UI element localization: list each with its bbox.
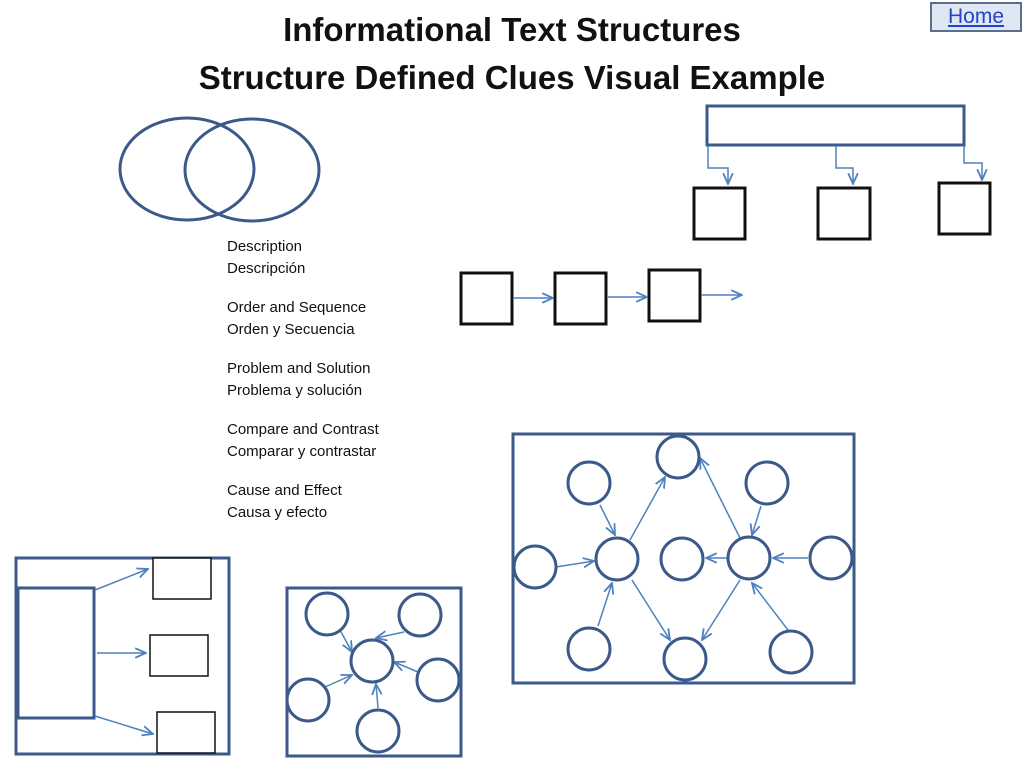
structure-english: Compare and Contrast [227, 421, 379, 438]
main-idea-diagram [14, 556, 231, 756]
web-node [355, 708, 401, 754]
venn-diagram [118, 116, 321, 223]
structure-spanish: Problema y solución [227, 382, 363, 399]
network-frame [511, 432, 856, 685]
hierarchy-child-box [816, 186, 872, 241]
network-node [659, 536, 705, 582]
network-node [662, 636, 708, 682]
network-node [744, 460, 790, 506]
structure-spanish: Descripción [227, 260, 306, 277]
network-node [566, 626, 612, 672]
title-line-2: Structure Defined Clues Visual Example [198, 59, 826, 96]
network-node [808, 535, 854, 581]
sequence-box [647, 268, 702, 323]
network-node [566, 460, 612, 506]
web-node [397, 592, 443, 638]
structure-spanish: Causa y efecto [227, 504, 328, 521]
network-arrow [752, 505, 762, 535]
network-node [594, 536, 640, 582]
hierarchy-connector [963, 146, 982, 180]
web-arrow [376, 684, 378, 709]
sequence-box [459, 271, 514, 326]
network-arrow [631, 579, 670, 640]
detail-arrow [94, 715, 153, 734]
structure-spanish: Orden y Secuencia [227, 321, 355, 338]
title-line-1: Informational Text Structures [283, 11, 741, 48]
web-node-center [349, 638, 395, 684]
web-arrow [339, 629, 352, 652]
web-diagram [285, 586, 463, 758]
detail-box [156, 711, 216, 754]
web-arrow [324, 675, 352, 688]
web-node [285, 677, 331, 723]
network-node [768, 629, 814, 675]
web-node [304, 591, 350, 637]
network-arrow [555, 561, 594, 567]
network-diagram [511, 432, 856, 685]
network-arrow [700, 458, 741, 539]
structure-list: Description Descripción Order and Sequen… [227, 236, 379, 541]
web-node [415, 657, 461, 703]
detail-box [152, 557, 212, 600]
hierarchy-child-box [692, 186, 747, 241]
detail-box [149, 634, 209, 677]
network-node [726, 535, 772, 581]
structure-english: Cause and Effect [227, 482, 342, 499]
network-arrow [702, 579, 741, 640]
hierarchy-child-box [937, 181, 992, 236]
main-idea-box [16, 586, 96, 720]
structure-english: Order and Sequence [227, 299, 367, 316]
network-arrow [597, 583, 612, 627]
list-item: Compare and Contrast Comparar y contrast… [227, 419, 379, 463]
sequence-box [553, 271, 608, 326]
network-arrow [599, 504, 615, 535]
list-item: Cause and Effect Causa y efecto [227, 480, 379, 524]
network-arrow [629, 477, 665, 541]
venn-left-circle [118, 116, 256, 222]
web-arrow [376, 632, 405, 638]
hierarchy-connector [707, 146, 728, 184]
sequence-diagram [459, 268, 742, 326]
structure-english: Problem and Solution [227, 360, 371, 377]
network-node [512, 544, 558, 590]
structure-english: Description [227, 238, 303, 255]
structure-spanish: Comparar y contrastar [227, 443, 377, 460]
list-item: Order and Sequence Orden y Secuencia [227, 297, 379, 341]
list-item: Description Descripción [227, 236, 379, 280]
main-idea-frame [14, 556, 231, 756]
web-frame [285, 586, 463, 758]
hierarchy-connector [835, 146, 853, 184]
web-arrow [394, 662, 419, 673]
hierarchy-top-box [705, 104, 966, 147]
home-button[interactable]: Home [930, 2, 1022, 32]
hierarchy-diagram [692, 104, 992, 241]
detail-arrow [94, 569, 148, 591]
network-arrow [752, 583, 789, 631]
list-item: Problem and Solution Problema y solución [227, 358, 379, 402]
venn-right-circle [183, 117, 321, 223]
network-node [655, 434, 701, 480]
